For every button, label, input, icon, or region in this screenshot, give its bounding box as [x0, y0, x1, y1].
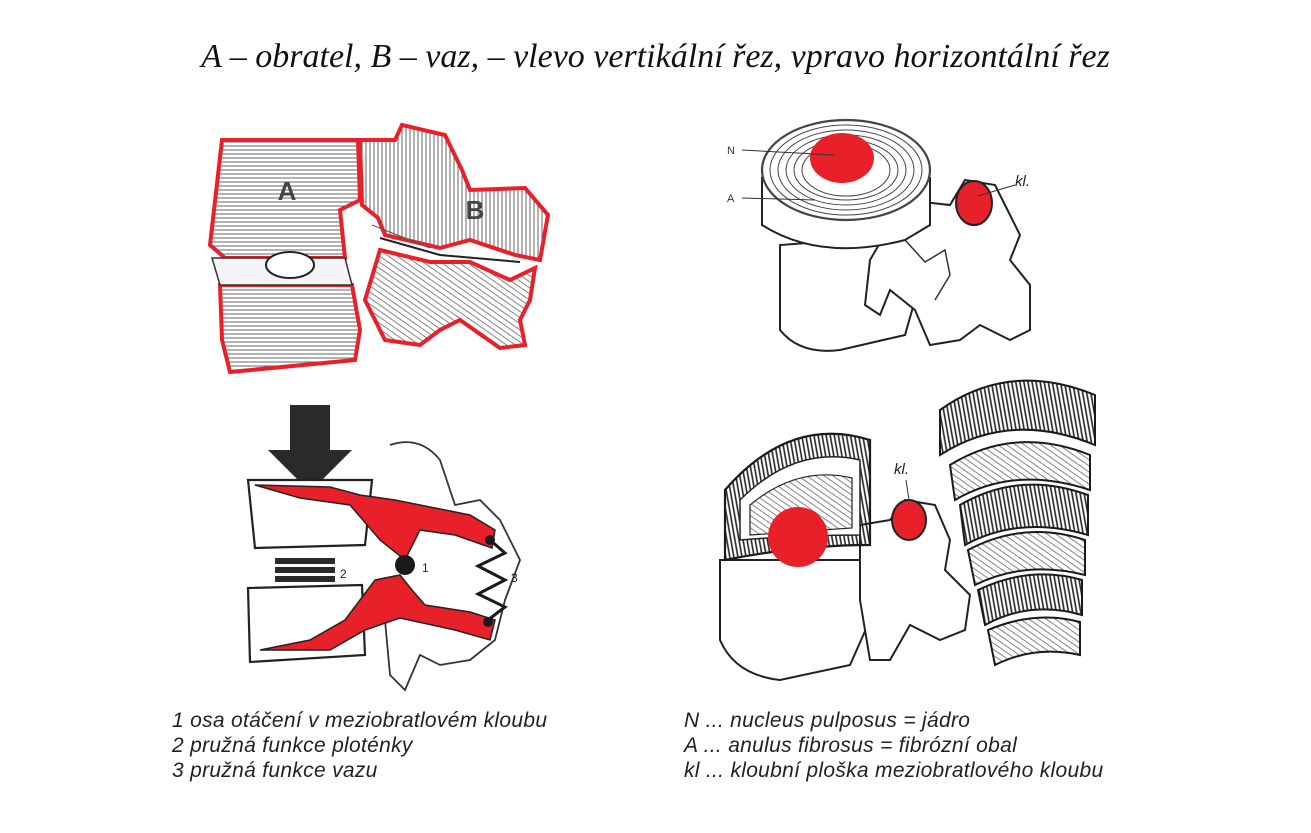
label-nucleus: N [727, 145, 735, 157]
mechanics-diagram [246, 405, 521, 692]
spinal-canal [265, 251, 315, 279]
vertebra-body-lower [217, 283, 363, 375]
pivot-joint-icon [395, 555, 415, 575]
lamellae-stack [939, 379, 1096, 667]
legend-right-item: N ... nucleus pulposus = jádro [684, 709, 971, 732]
ligament-spring-icon [474, 538, 509, 622]
legend-left: 1 osa otáčení v meziobratlovém kloubu 2 … [172, 708, 547, 783]
legend-right-item: A ... anulus fibrosus = fibrózní obal [684, 734, 1018, 757]
label-anulus: A [727, 193, 735, 205]
page-title: A – obratel, B – vaz, – vlevo vertikální… [201, 38, 1110, 75]
legend-right: N ... nucleus pulposus = jádro A ... anu… [684, 708, 1103, 783]
anulus-layers-diagram [719, 379, 1096, 682]
label-num-3: 3 [511, 571, 518, 585]
label-joint-1: kl. [1015, 173, 1030, 190]
lower-process-red [259, 574, 496, 651]
label-ligament: B [466, 195, 485, 225]
legend-left-item: 1 osa otáčení v meziobratlovém kloubu [172, 709, 548, 732]
down-arrow-icon [268, 405, 352, 492]
label-joint-2: kl. [894, 461, 909, 478]
legend-right-item: kl ... kloubní ploška meziobratlového kl… [684, 759, 1104, 782]
legend-left-item: 3 pružná funkce vazu [172, 759, 378, 782]
label-num-2: 2 [340, 567, 347, 581]
disc-spring-icon [275, 558, 335, 582]
nucleus-pulposus [810, 133, 874, 183]
label-vertebra: A [278, 176, 297, 206]
nucleus-pulposus-lower [768, 507, 828, 567]
ligament-region-lower [362, 247, 538, 351]
horizontal-section-diagram [741, 118, 1031, 352]
upper-process-red [254, 484, 496, 562]
joint-facet-lower [891, 499, 927, 541]
label-num-1: 1 [422, 561, 429, 575]
vertical-section-diagram [207, 122, 551, 375]
legend-left-item: 2 pružná funkce ploténky [172, 734, 413, 757]
joint-facet [955, 180, 993, 226]
ligament-region-upper [357, 122, 551, 263]
